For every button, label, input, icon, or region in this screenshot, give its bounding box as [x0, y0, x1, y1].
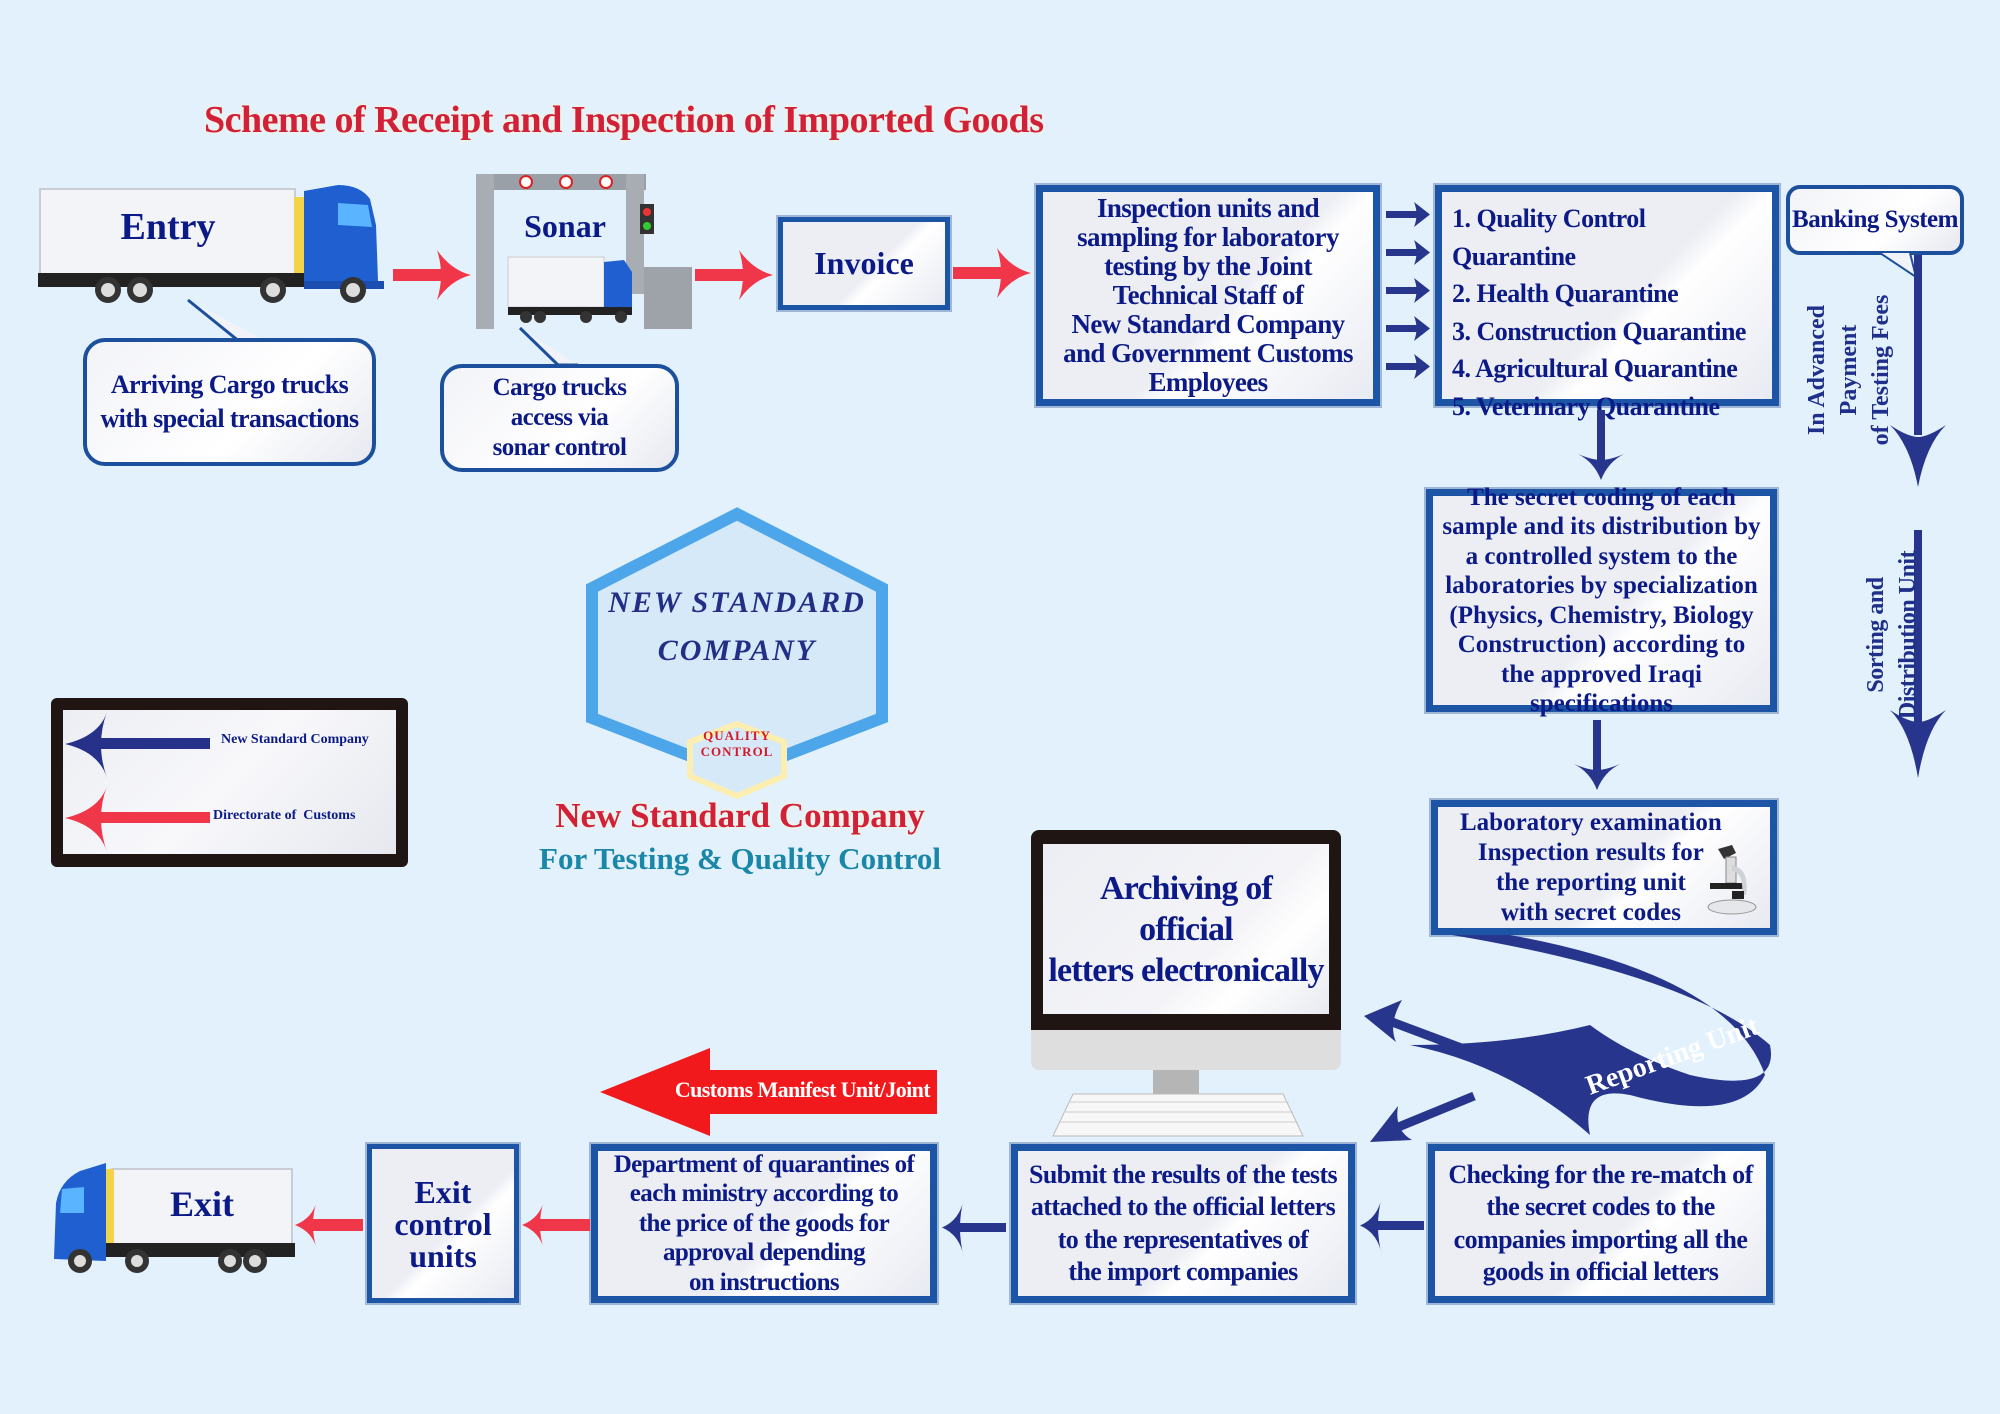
exit-control-text: Exit control units — [394, 1173, 492, 1274]
arrow-submit-to-department — [942, 1198, 1006, 1258]
payment-text: In Advanced Payment of Testing Fees — [1804, 294, 1894, 446]
banking-system-label: Banking System — [1792, 206, 1958, 233]
inspection-units-box: Inspection units and sampling for labora… — [1036, 185, 1380, 406]
sonar-scanner: Sonar — [466, 172, 696, 334]
legend-arrow-company — [65, 712, 210, 778]
exit-label: Exit — [169, 1184, 234, 1224]
legend-panel: New Standard Company Directorate of Cust… — [63, 710, 396, 854]
quarantine-item: 1. Quality Control Quarantine — [1452, 204, 1646, 271]
secret-coding-text: The secret coding of each sample and its… — [1442, 483, 1761, 718]
arrow-payment-down — [1890, 255, 1946, 487]
banking-system-bubble: Banking System — [1786, 185, 1964, 255]
entry-bubble-text: Arriving Cargo trucks with special trans… — [100, 370, 359, 433]
department-quarantines-box: Department of quarantines of each minist… — [591, 1144, 937, 1303]
badge-line1: QUALITY — [703, 728, 771, 743]
arrow-department-to-exit-control — [522, 1200, 590, 1250]
quarantine-item: 2. Health Quarantine — [1452, 279, 1679, 308]
quarantine-list-box: 1. Quality Control Quarantine 2. Health … — [1435, 185, 1779, 421]
arrow-to-quarantine-2 — [1386, 240, 1430, 265]
sonar-bubble-tail — [518, 326, 578, 367]
sonar-gate-icon — [476, 174, 692, 329]
diagram-title: Scheme of Receipt and Inspection of Impo… — [204, 99, 1044, 141]
microscope-icon — [1707, 845, 1757, 915]
department-quarantines-text: Department of quarantines of each minist… — [613, 1150, 915, 1296]
customs-manifest-arrow: Customs Manifest Unit/Joint — [600, 1048, 937, 1136]
arrows-to-quarantines — [1386, 202, 1430, 379]
invoice-label: Invoice — [814, 245, 914, 281]
entry-truck: Entry — [38, 185, 390, 307]
arrow-to-secret-coding — [1578, 410, 1624, 480]
company-name: New Standard Company — [555, 796, 925, 835]
arrow-to-quarantine-5 — [1386, 354, 1430, 379]
quarantine-item: 4. Agricultural Quarantine — [1452, 354, 1738, 383]
red-arrow-shape — [600, 1048, 937, 1136]
arrow-to-quarantine-1 — [1386, 202, 1430, 227]
quality-control-badge — [687, 720, 787, 800]
arrow-to-lab — [1574, 720, 1620, 790]
lab-examination-box: Laboratory examination Inspection result… — [1431, 800, 1777, 935]
legend-label-company: New Standard Company — [221, 732, 369, 747]
badge-line2: CONTROL — [700, 744, 774, 759]
submit-results-box: Submit the results of the tests attached… — [1011, 1144, 1355, 1303]
company-logo: NEW STANDARD COMPANY QUALITY CONTROL — [584, 506, 890, 800]
sonar-bubble-text: Cargo trucks access via sonar control — [492, 374, 627, 461]
inspection-units-text: Inspection units and sampling for labora… — [1063, 193, 1353, 397]
entry-label: Entry — [120, 206, 216, 248]
entry-bubble: Arriving Cargo trucks with special trans… — [83, 338, 376, 466]
customs-manifest-label: Customs Manifest Unit/Joint — [674, 1077, 931, 1102]
arrow-exit-control-to-exit — [295, 1200, 363, 1250]
quarantine-item: 3. Construction Quarantine — [1452, 316, 1746, 346]
truck-icon — [38, 185, 384, 303]
submit-results-text: Submit the results of the tests attached… — [1028, 1159, 1338, 1287]
legend: New Standard Company Directorate of Cust… — [51, 698, 408, 867]
logo-hexagon — [586, 507, 888, 800]
checking-box: Checking for the re-match of the secret … — [1428, 1144, 1773, 1303]
arrow-entry-to-sonar — [393, 250, 471, 300]
sonar-label: Sonar — [524, 208, 606, 244]
quarantine-item: 5. Veterinary Quarantine — [1452, 391, 1720, 421]
arrow-to-quarantine-3 — [1386, 278, 1430, 303]
arrow-checking-to-submit — [1360, 1196, 1424, 1256]
arrow-invoice-to-inspection — [953, 248, 1031, 298]
arrow-to-quarantine-4 — [1386, 316, 1430, 341]
company-tagline: For Testing & Quality Control — [539, 841, 941, 876]
exit-control-box: Exit control units — [367, 1144, 519, 1303]
keyboard-icon — [1052, 1093, 1304, 1137]
legend-label-customs: Directorate of Customs — [213, 808, 356, 823]
arrow-group — [1386, 202, 1430, 379]
archive-text: Archiving of official letters electronic… — [1048, 869, 1324, 989]
exit-truck: Exit — [50, 1163, 295, 1278]
monitor-chin — [1031, 1030, 1341, 1070]
sonar-bubble: Cargo trucks access via sonar control — [440, 364, 679, 472]
checking-text: Checking for the re-match of the secret … — [1448, 1159, 1753, 1287]
legend-arrow-customs — [65, 786, 210, 852]
secret-coding-box: The secret coding of each sample and its… — [1426, 484, 1777, 717]
monitor-screen: Archiving of official letters electronic… — [1043, 844, 1329, 1014]
arrow-to-archive — [1364, 1000, 1474, 1057]
reporting-unit-arrow: Reporting Unit — [1410, 935, 1771, 1135]
lab-examination-text: Laboratory examination Inspection result… — [1460, 808, 1722, 926]
arrow-sorting-down — [1890, 530, 1946, 778]
arrow-to-submit — [1370, 1091, 1476, 1142]
quarantine-list: 1. Quality Control Quarantine 2. Health … — [1452, 200, 1762, 425]
truck-icon — [54, 1163, 295, 1273]
arrow-sonar-to-invoice — [695, 250, 773, 300]
invoice-box: Invoice — [778, 217, 950, 310]
archive-computer: Archiving of official letters electronic… — [1031, 830, 1341, 1140]
logo-line2: COMPANY — [657, 634, 817, 667]
logo-line1: NEW STANDARD — [608, 586, 866, 619]
sorting-text: Sorting and Distribution Unit — [1863, 550, 1921, 720]
